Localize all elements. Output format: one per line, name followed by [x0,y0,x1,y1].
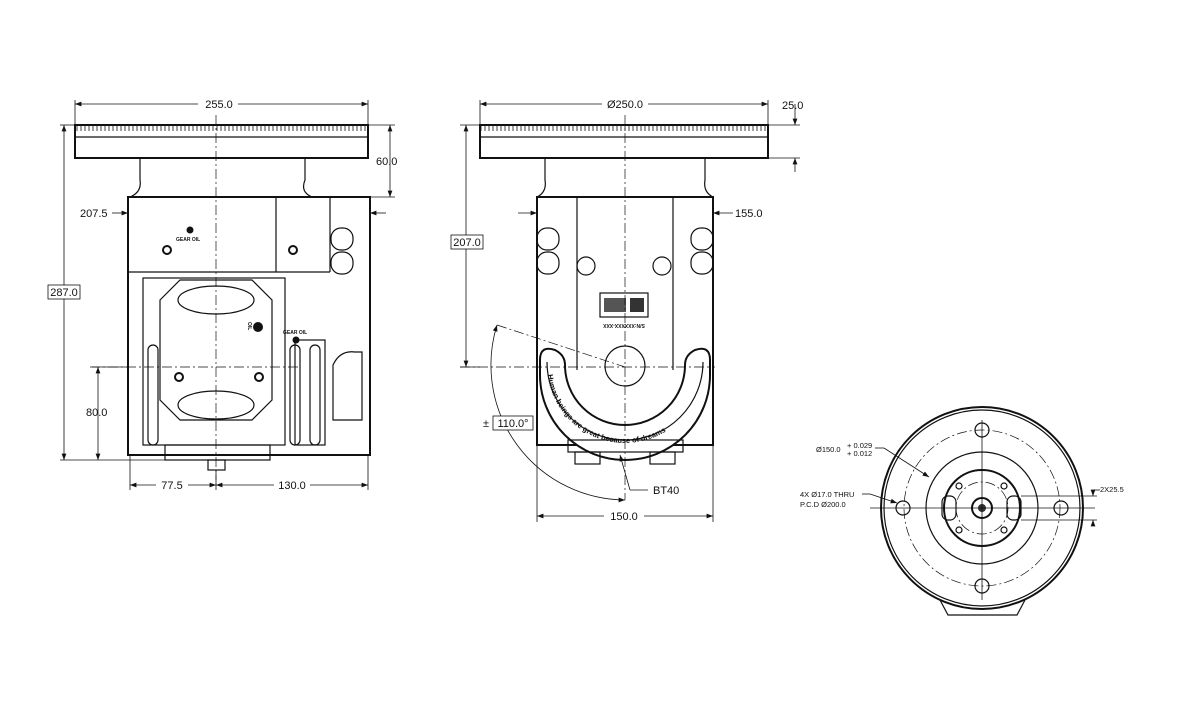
dim-left-offset: 77.5 [161,480,182,492]
taper-label: BT40 [653,485,679,497]
bolt-icon [288,245,298,255]
nameplate [599,292,649,318]
gear-oil-label: GEAR OIL [176,237,200,243]
dim-rotation: 110.0° [497,418,528,430]
dim-center-height: 80.0 [86,407,107,419]
bolt-icon [254,372,264,382]
graduation-scale [480,125,768,132]
oil-label: OIL [246,322,252,330]
dim-body-offset: 207.5 [80,208,108,220]
dim-height: 207.0 [453,237,481,249]
bolt-icon [162,245,172,255]
dim-diameter: Ø250.0 [607,99,643,111]
side-view: GEAR OIL OIL GEAR OIL 255.0 60.0 287.0 2… [47,97,397,492]
graduation-scale [75,125,368,132]
mount-bracket [939,599,1026,616]
front-view: S/N:XXXXXX-XXX Human beings are great be… [450,97,803,523]
bolt-icon [174,372,184,382]
top-view: Ø150.0 + 0.029 + 0.012 4X Ø17.0 THRU P.C… [800,406,1124,616]
dim-flange-thickness: 25.0 [782,100,803,112]
slot-dim: 2X25.5 [1100,485,1124,494]
hole-spec: 4X Ø17.0 THRU [800,490,854,499]
dim-width: 255.0 [205,99,233,111]
gear-oil-plug-icon [292,336,300,344]
dim-body-width: 150.0 [610,511,638,523]
dim-body-offset: 155.0 [735,208,763,220]
dim-total-height: 287.0 [50,287,78,299]
gear-oil-plug-icon [186,226,194,234]
dim-rotation-prefix: ± [483,418,489,430]
oil-level-gauge-icon [253,322,263,332]
bellows [159,279,273,421]
dim-flange-height: 60.0 [376,156,397,168]
serial-number: S/N:XXXXXX-XXX [602,322,644,328]
neck [129,158,313,198]
pilot-diameter: Ø150.0 [816,445,841,454]
pcd-spec: P.C.D Ø200.0 [800,500,846,509]
gear-oil-label: GEAR OIL [283,330,307,336]
dim-right-offset: 130.0 [278,480,306,492]
tol-upper: + 0.029 [847,441,872,450]
tol-lower: + 0.012 [847,449,872,458]
